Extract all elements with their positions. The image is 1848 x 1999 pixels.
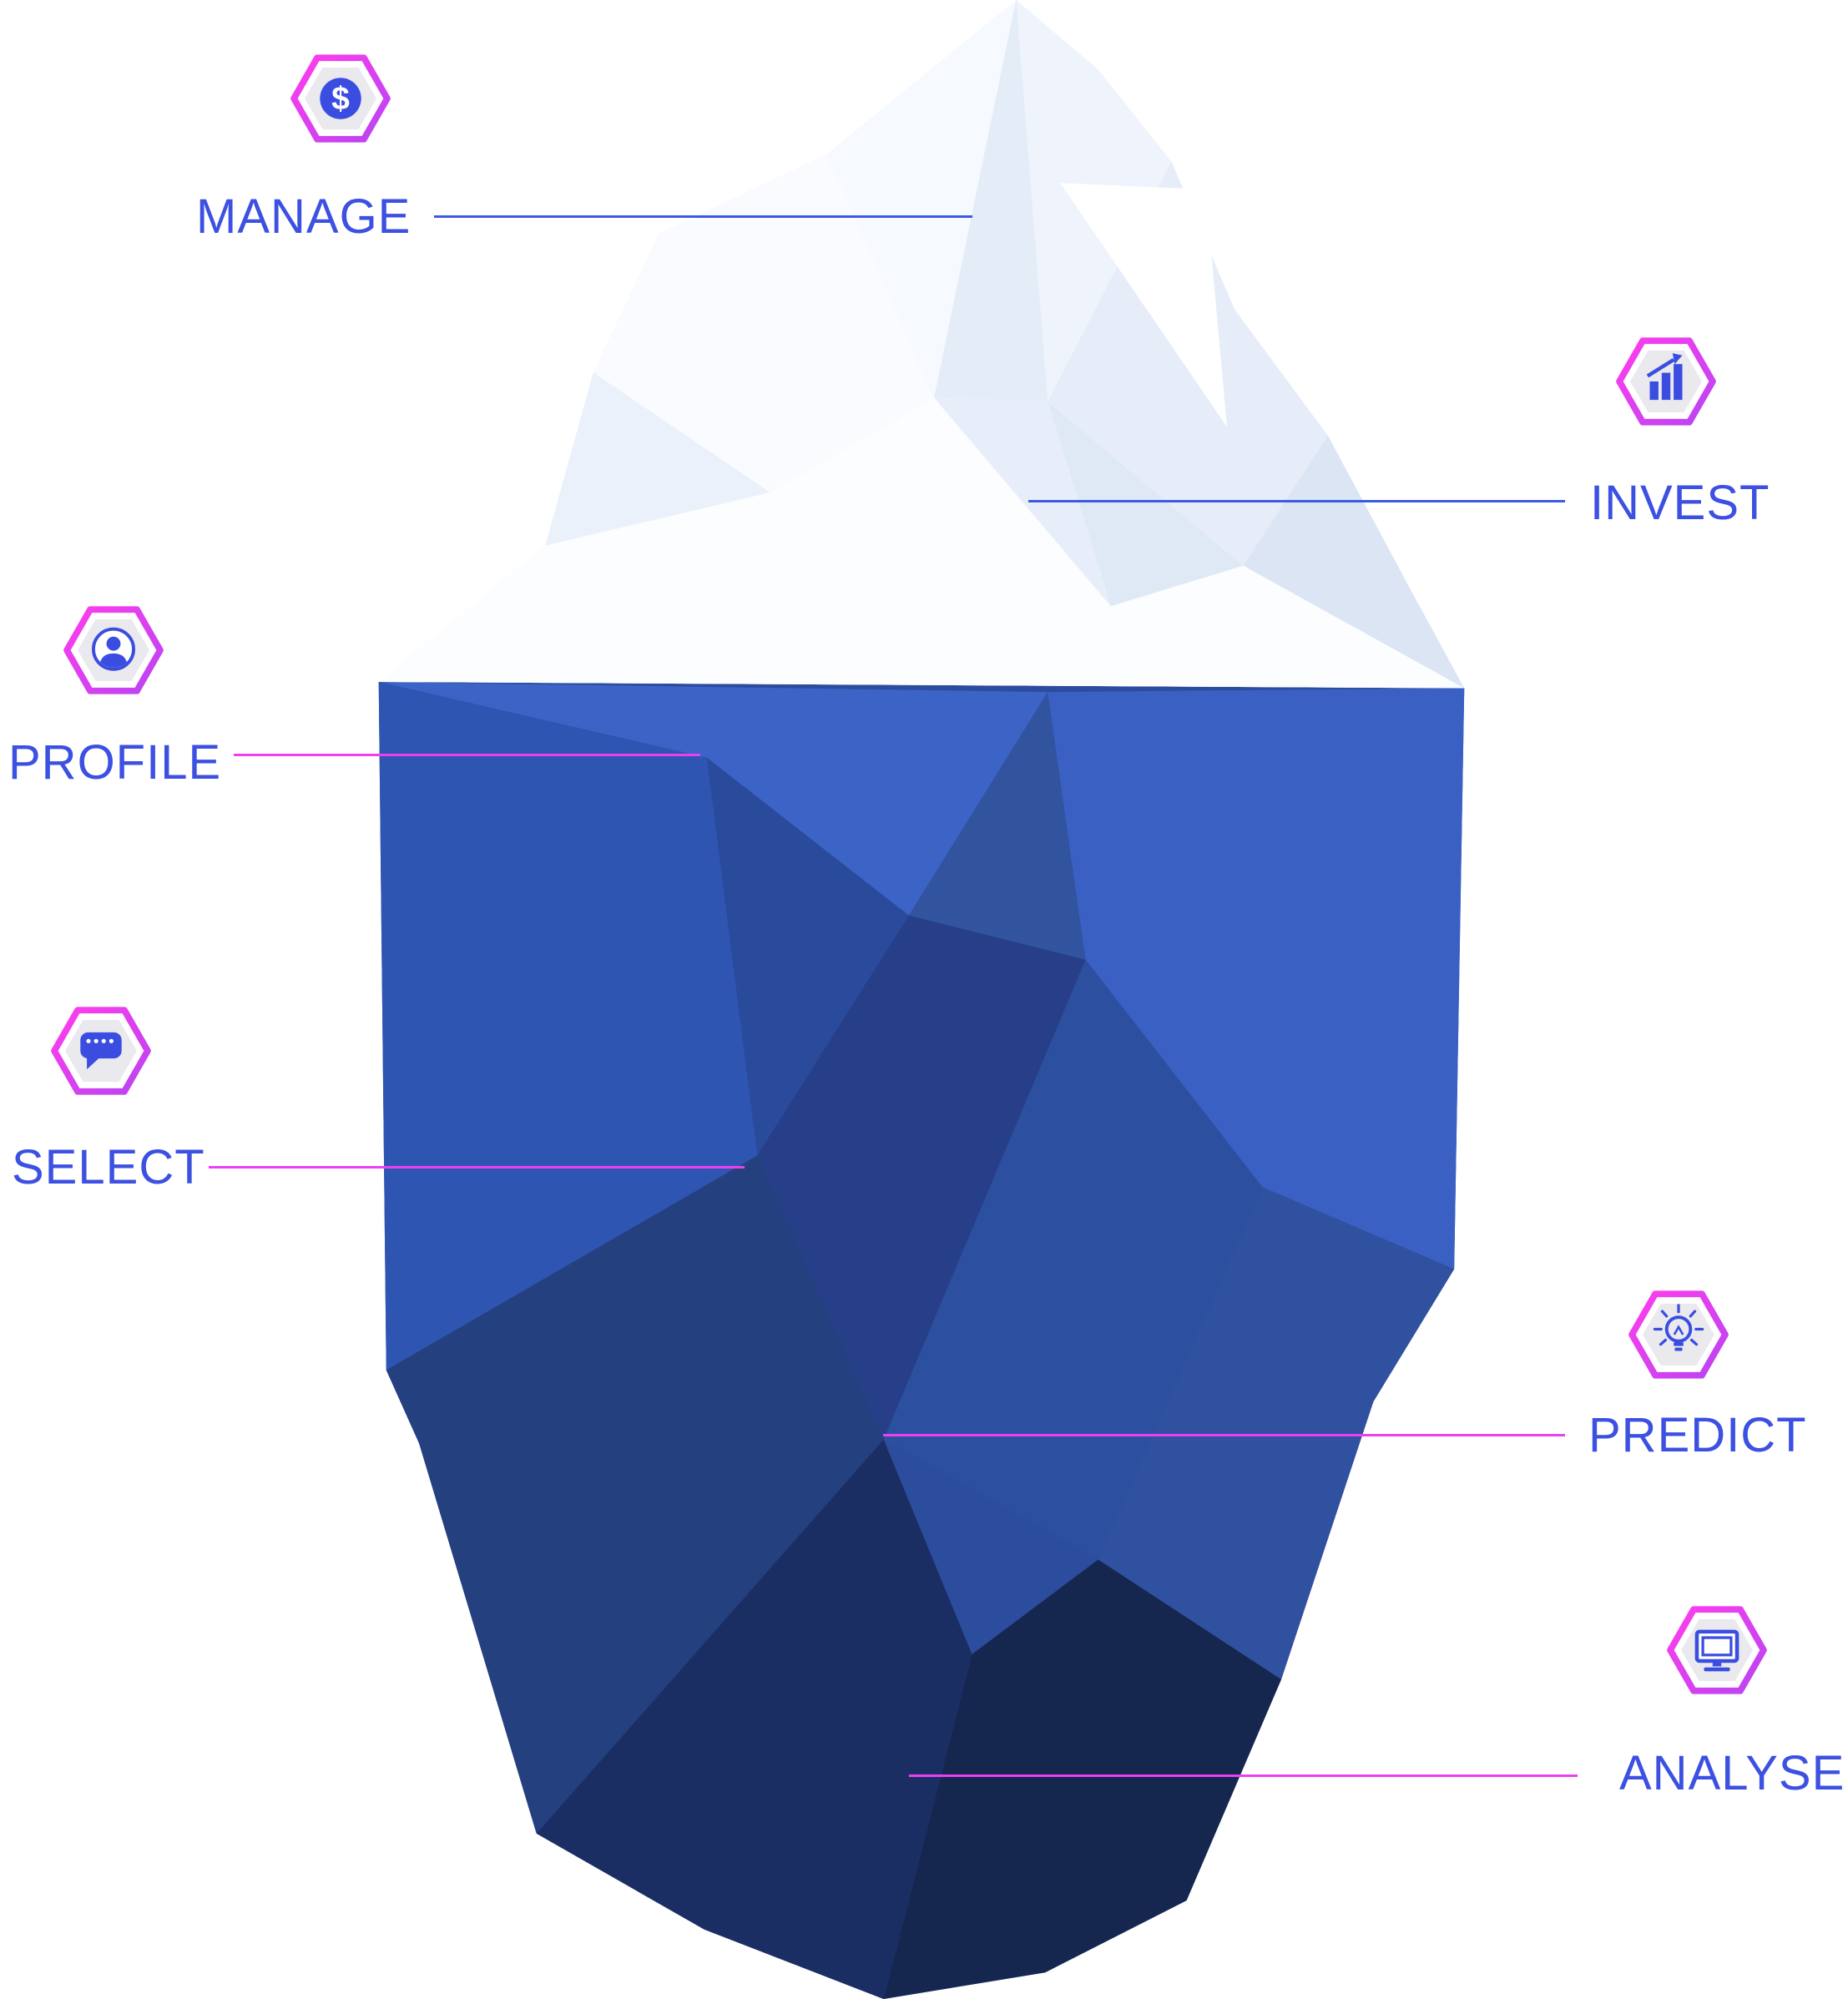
profile-leader-line: [234, 754, 700, 756]
manage-leader-line: [434, 215, 972, 218]
invest-leader-line: [1028, 500, 1565, 502]
user-icon: [59, 596, 168, 704]
label-predict: PREDICT: [1588, 1408, 1807, 1462]
label-analyse: ANALYSE: [1619, 1746, 1845, 1800]
analyse-leader-line: [909, 1774, 1578, 1777]
select-leader-line: [209, 1166, 745, 1169]
svg-text:$: $: [331, 81, 350, 117]
predict-leader-line: [883, 1434, 1565, 1436]
chat-bubble-icon: [47, 997, 155, 1105]
dollar-sign-icon: $: [286, 44, 395, 153]
bar-chart-icon: [1612, 327, 1720, 436]
iceberg-below-water: [378, 681, 1465, 1999]
label-profile: PROFILE: [8, 735, 222, 790]
lightbulb-icon: [1624, 1280, 1733, 1389]
label-manage: MANAGE: [196, 189, 412, 244]
monitor-icon: [1663, 1596, 1771, 1704]
label-invest: INVEST: [1590, 476, 1770, 530]
label-select: SELECT: [12, 1140, 205, 1194]
iceberg-above-water: [378, 0, 1465, 689]
